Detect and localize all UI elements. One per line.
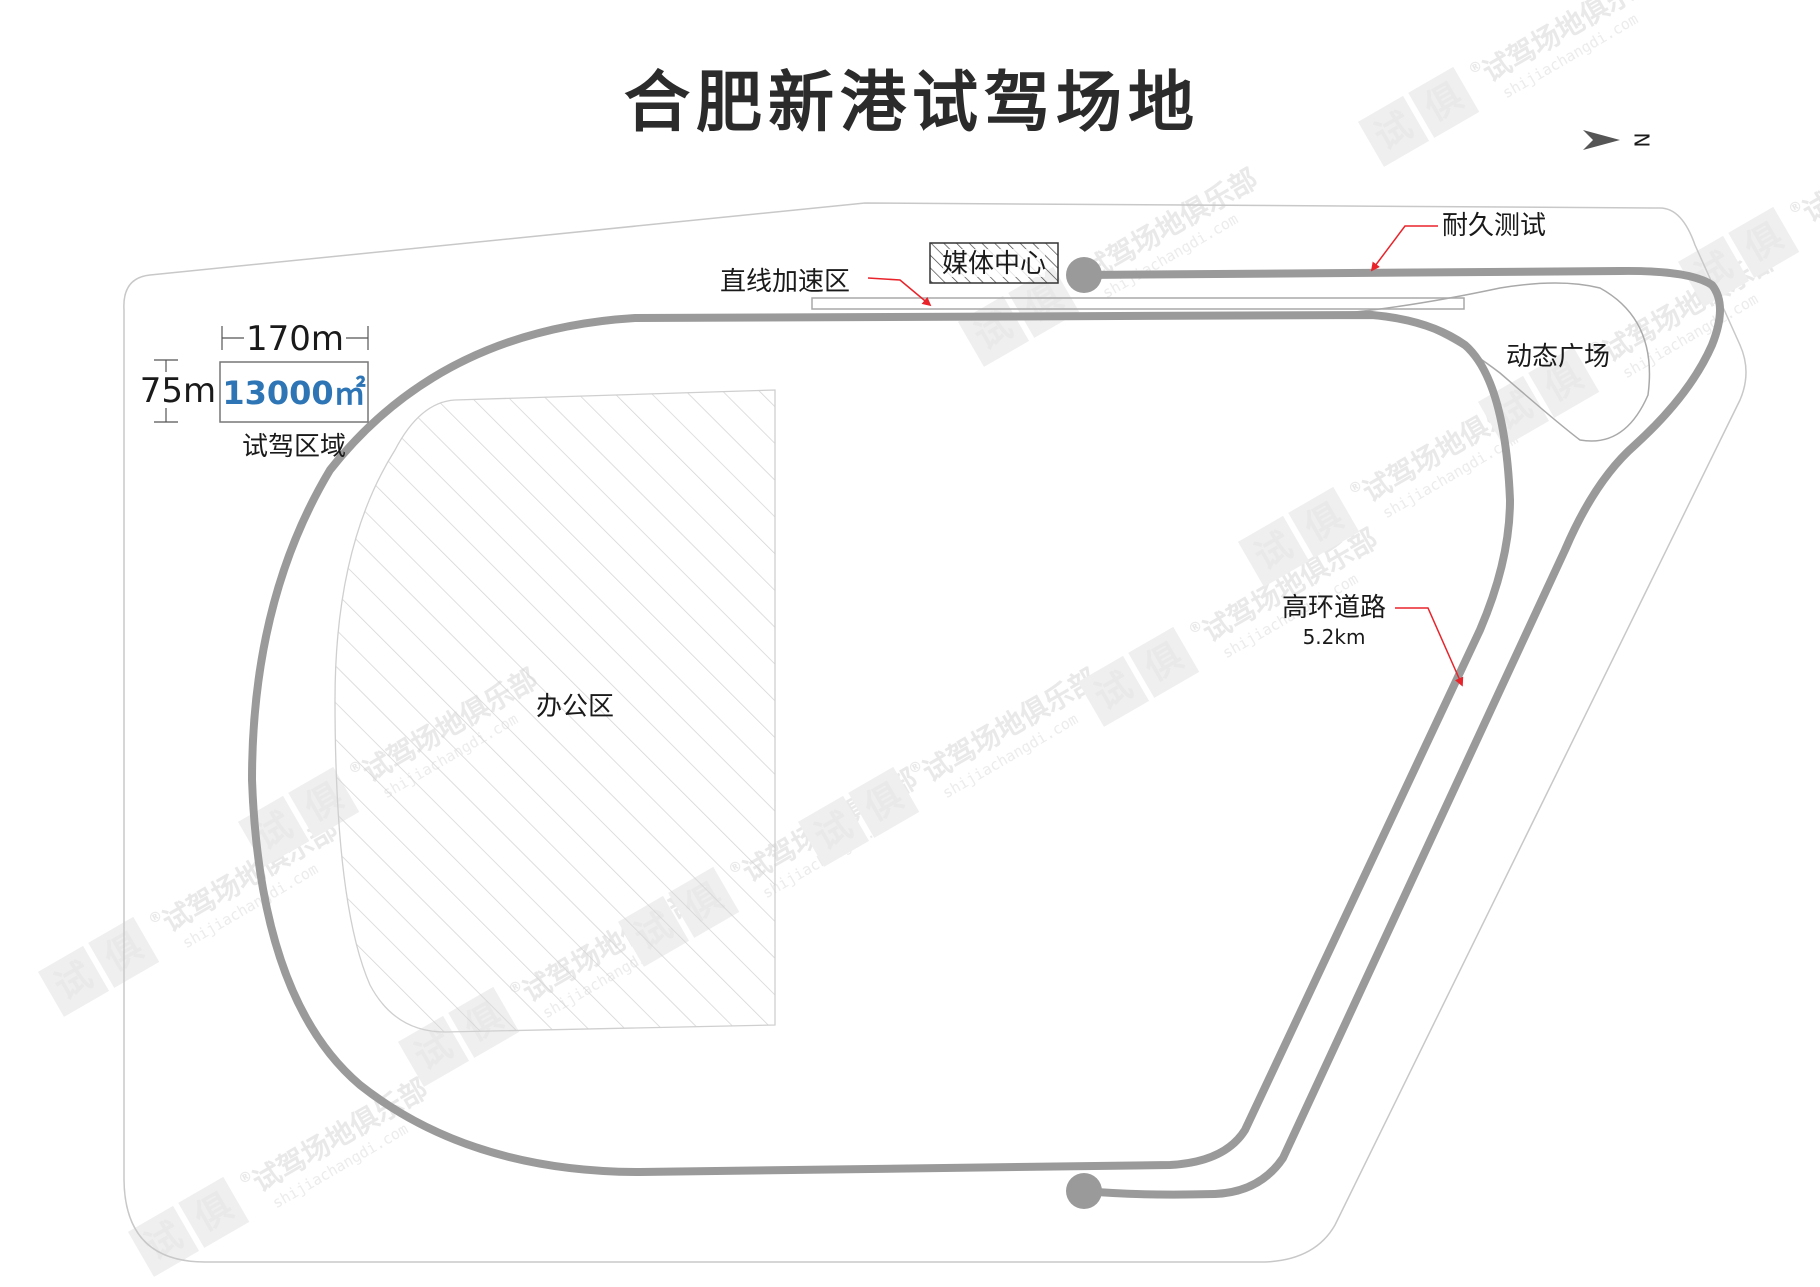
straight-accel-leader <box>867 277 932 307</box>
straight-accel-strip <box>811 297 1465 310</box>
endurance-label: 耐久测试 <box>1442 211 1546 241</box>
test-area-label: 试驾区域 <box>242 432 346 462</box>
north-arrow-icon: N <box>1583 130 1654 150</box>
high-ring-label: 高环道路 <box>1282 593 1386 623</box>
test-area-width: 170m <box>246 319 344 359</box>
test-area-size: 13000㎡ <box>222 374 365 412</box>
office-zone <box>334 389 776 1033</box>
watermark-logo-tile <box>1288 486 1360 558</box>
watermark-logo-tile <box>1128 626 1200 698</box>
high-ring-leader <box>1395 607 1464 687</box>
watermark-logo-tile <box>398 1015 470 1087</box>
watermark-reg-mark: ® <box>1786 197 1806 218</box>
endurance-start-dot <box>1066 257 1102 293</box>
watermark-reg-mark: ® <box>1586 337 1606 358</box>
straight-accel-label: 直线加速区 <box>720 267 850 297</box>
test-area-height: 75m <box>140 371 216 411</box>
media-center-label: 媒体中心 <box>942 249 1046 279</box>
watermark-logo-tile <box>848 766 920 838</box>
watermark-reg-mark: ® <box>1466 57 1486 78</box>
watermark-logo-tile <box>1528 346 1600 418</box>
watermark-reg-mark: ® <box>146 907 166 928</box>
endurance-track <box>1080 266 1724 1199</box>
high-ring-length: 5.2km <box>1303 625 1366 649</box>
high-ring-track <box>248 311 1514 1176</box>
site-boundary <box>123 202 1747 1263</box>
watermark-logo-tile <box>1358 95 1430 167</box>
watermark-reg-mark: ® <box>906 757 926 778</box>
watermark-logo-tile <box>38 945 110 1017</box>
watermark-logo-tile <box>1078 655 1150 727</box>
watermark-logo-tile <box>1238 515 1310 587</box>
watermark-logo-tile <box>1678 235 1750 307</box>
dynamic-plaza <box>1354 282 1651 442</box>
watermark-reg-mark: ® <box>236 1167 256 1188</box>
watermark-logo-tile <box>798 795 870 867</box>
test-area-box <box>219 361 369 423</box>
compass-label: N <box>1630 133 1654 148</box>
watermark-logo-tile <box>1728 206 1800 278</box>
test-area-legend: 170m 75m 13000㎡ 试驾区域 <box>140 319 369 462</box>
endurance-leader <box>1370 225 1438 272</box>
office-label: 办公区 <box>536 692 614 722</box>
watermark-reg-mark: ® <box>1186 617 1206 638</box>
watermark-logo-tile <box>1408 66 1480 138</box>
dynamic-plaza-label: 动态广场 <box>1506 342 1610 372</box>
watermark-logo-tile <box>178 1176 250 1248</box>
watermark-reg-mark: ® <box>1346 477 1366 498</box>
watermark-brand: 试驾场地俱乐部 <box>1477 0 1663 89</box>
endurance-end-dot <box>1066 1173 1102 1209</box>
page-title: 合肥新港试驾场地 <box>624 64 1200 141</box>
